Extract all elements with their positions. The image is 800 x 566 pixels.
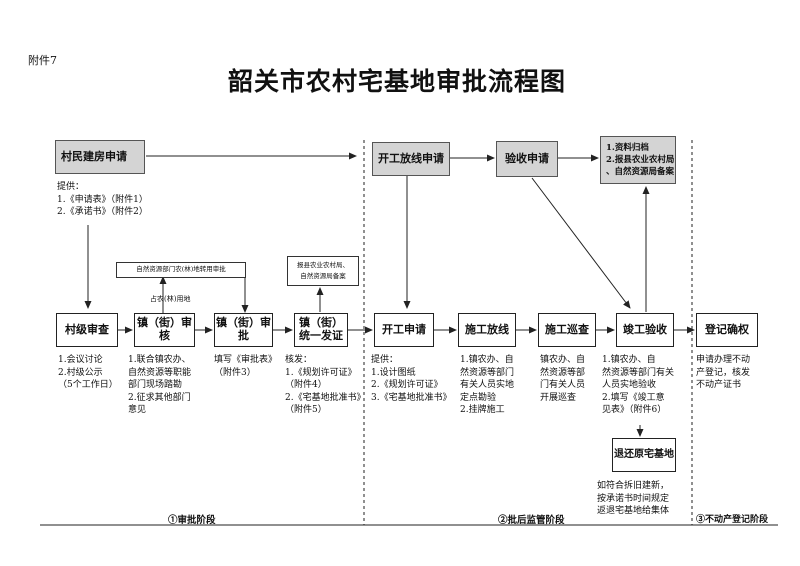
page-title: 韶关市农村宅基地审批流程图 xyxy=(228,67,567,96)
town-approve-box: 镇（街）审批 xyxy=(214,313,273,347)
archive-box: 1.资料归档 2.报县农业农村局 、自然资源局备案 xyxy=(600,136,676,184)
completion-check-box: 竣工验收 xyxy=(616,313,674,347)
town-issue-note: 核发： 1.《规划许可证》 （附件4） 2.《宅基地批准书》 （附件5） xyxy=(285,355,366,415)
construction-line-note: 1.镇农办、自 然资源等部门 有关人员实地 定点勘验 2.挂牌施工 xyxy=(460,355,515,415)
start-apply-box: 开工申请 xyxy=(374,313,434,347)
apply-provide-note: 提供： 1.《申请表》（附件1） 2.《承诺书》（附件2） xyxy=(57,182,148,217)
town-approve-note: 填写《审批表》 （附件3） xyxy=(214,355,278,378)
registration-box: 登记确权 xyxy=(696,313,758,347)
completion-check-note: 1.镇农办、自 然资源等部门有关 人员实地验收 2.填写《竣工意 见表》（附件6… xyxy=(602,355,675,415)
return-land-box: 退还原宅基地 xyxy=(612,438,676,472)
stage-registration: ③不动产登记阶段 xyxy=(696,515,769,525)
start-apply-note: 提供： 1.设计图纸 2.《规划许可证》 3.《宅基地批准书》 xyxy=(371,355,452,403)
report-agri-box: 报县农业农村局、 自然资源局备案 xyxy=(287,256,359,286)
resource-dept-box: 自然资源部门农(林)地转用审批 xyxy=(116,262,246,278)
arrow-acceptance-to-complete xyxy=(531,177,631,309)
apply-box: 村民建房申请 xyxy=(55,140,145,174)
stage-approval: ①审批阶段 xyxy=(168,515,216,526)
start-apply-top-box: 开工放线申请 xyxy=(372,142,450,176)
village-note: 1.会议讨论 2.村级公示 （5个工作日） xyxy=(58,355,118,390)
occupy-forest-label: 占农(林)用地 xyxy=(150,295,191,303)
construction-inspect-note: 镇农办、自 然资源等部 门有关人员 开展巡查 xyxy=(540,355,586,403)
stage-supervision: ②批后监管阶段 xyxy=(498,515,565,526)
construction-inspect-box: 施工巡查 xyxy=(538,313,596,347)
registration-note: 申请办理不动 产登记，核发 不动产证书 xyxy=(696,355,751,390)
village-review-box: 村级审查 xyxy=(56,313,118,347)
town-issue-box: 镇（街） 统一发证 xyxy=(294,313,348,347)
annex-label: 附件7 xyxy=(28,54,57,67)
construction-line-box: 施工放线 xyxy=(458,313,516,347)
return-land-note: 如符合拆旧建新， 按承诺书时间规定 返退宅基地给集体 xyxy=(597,481,670,516)
town-review-box: 镇（街）审核 xyxy=(134,313,195,347)
town-review-note: 1.联合镇农办、 自然资源等职能 部门现场踏勘 2.征求其他部门 意见 xyxy=(128,355,192,415)
acceptance-apply-box: 验收申请 xyxy=(496,141,558,177)
